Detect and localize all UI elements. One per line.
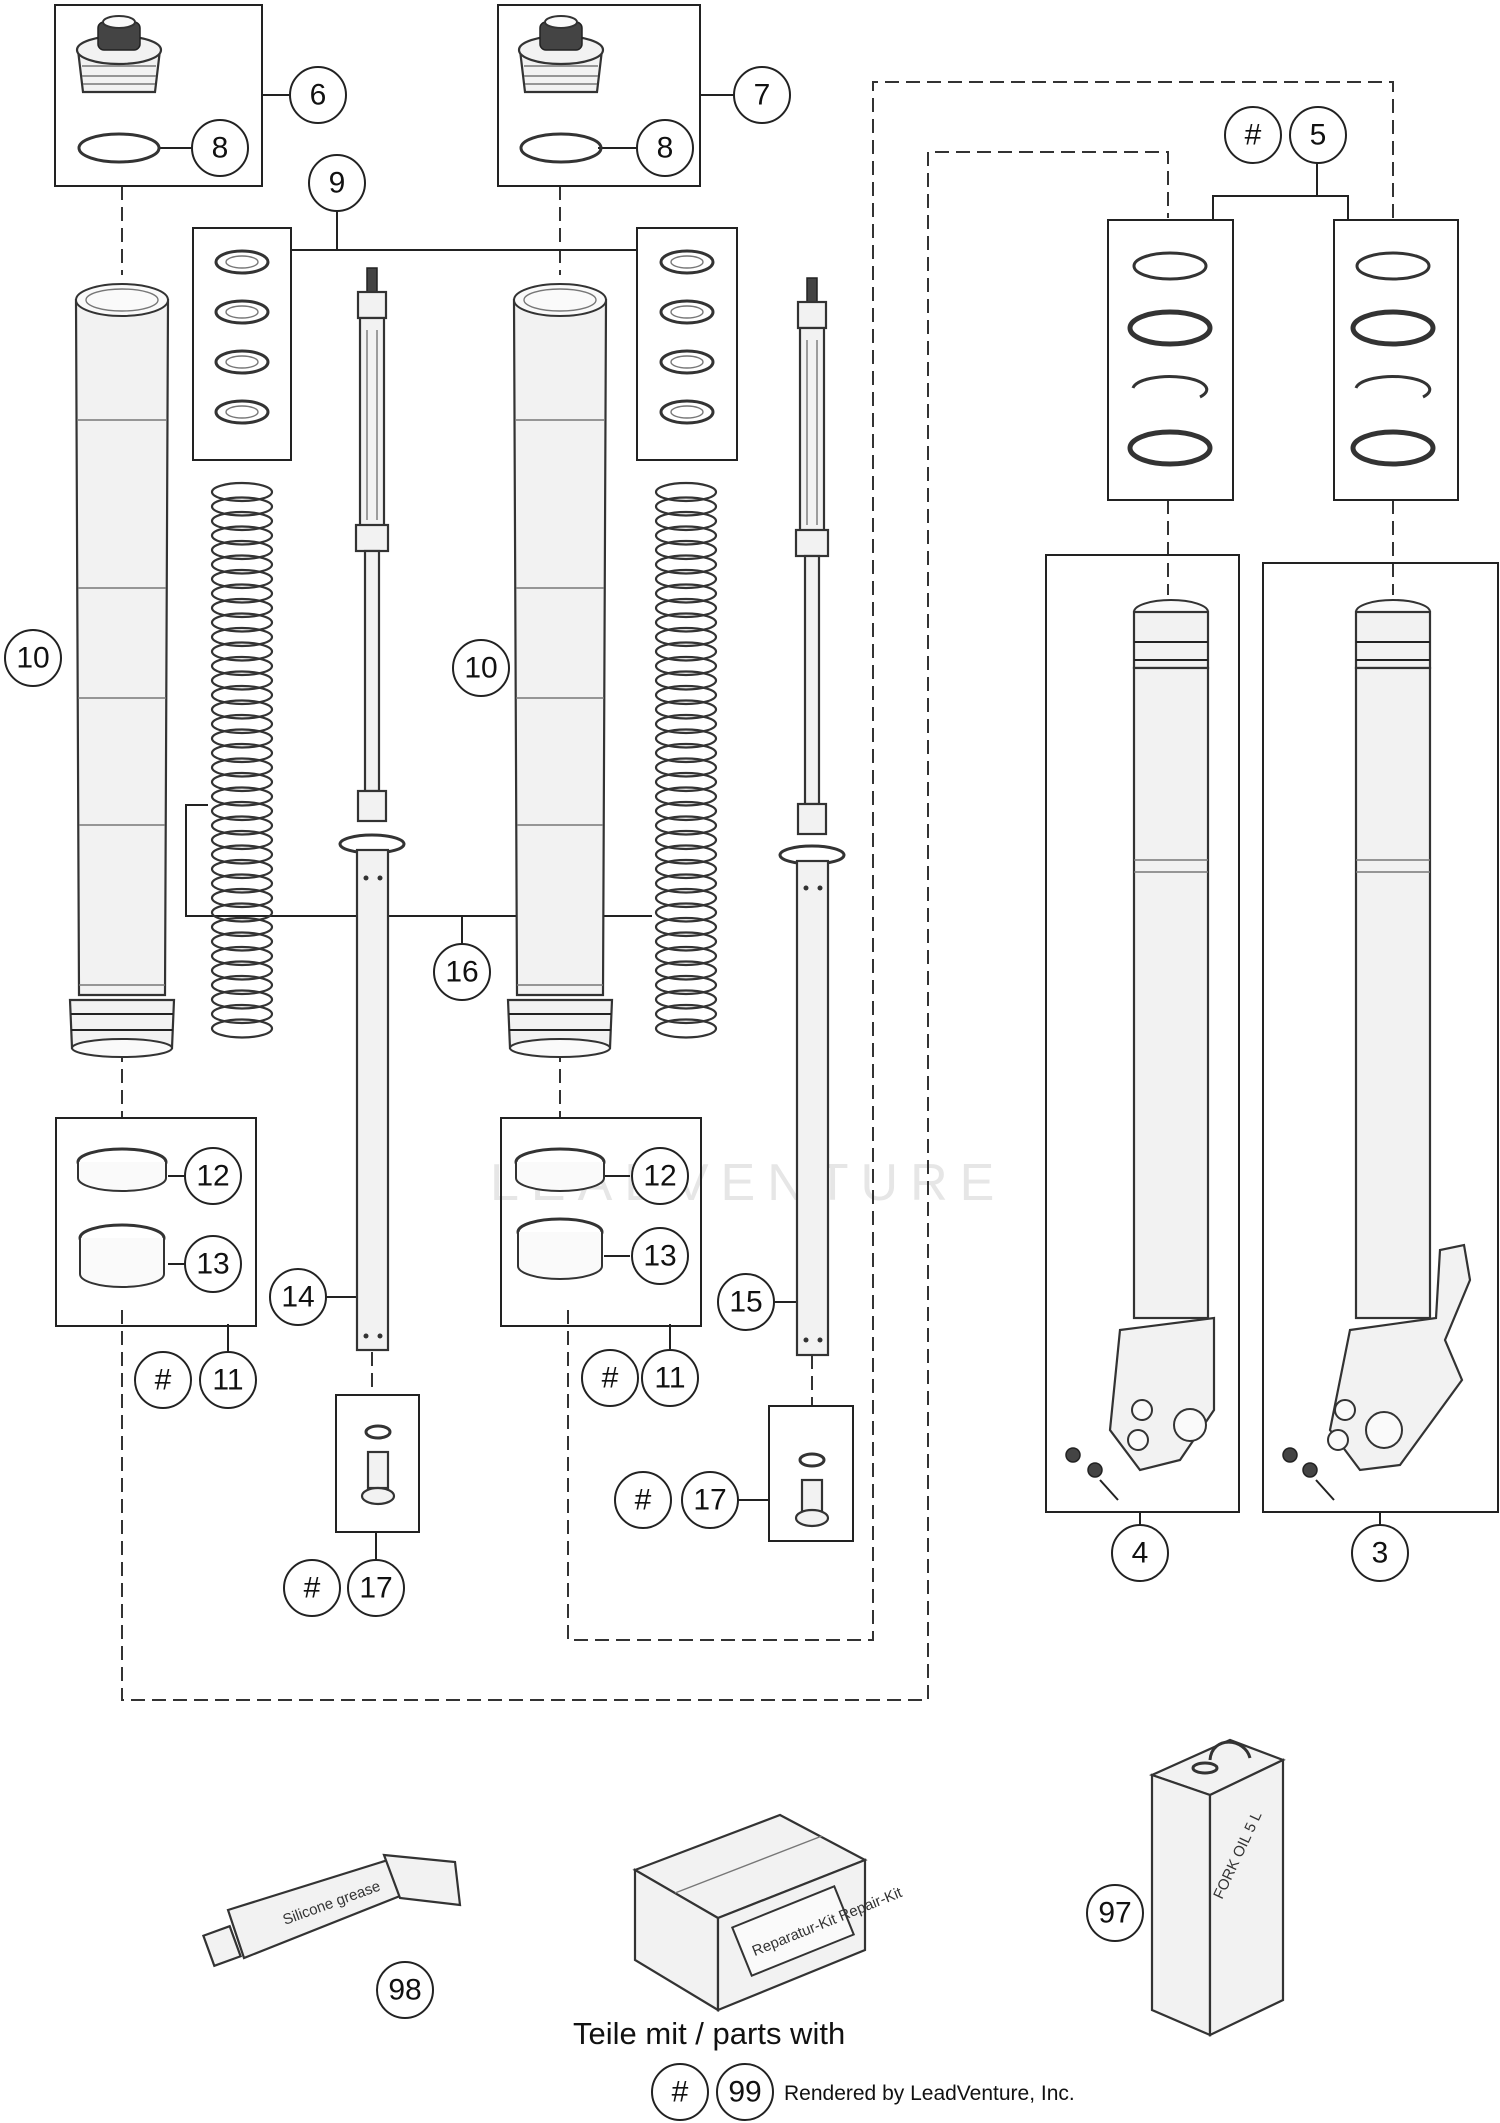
callout-4: 4 [1111, 1524, 1169, 1582]
outer-tube-right [506, 283, 614, 1058]
damper-cartridge-left [338, 267, 406, 1352]
callout-7: 7 [733, 66, 791, 124]
callout-6: 6 [289, 66, 347, 124]
callout-17-right-label: 17 [693, 1484, 726, 1517]
callout-98-label: 98 [388, 1974, 421, 2007]
parts-with-label: Teile mit / parts with [573, 2016, 845, 2051]
fork-cap-right [517, 15, 605, 164]
callout-5-hash-label: # [1245, 119, 1262, 152]
callout-17-hash-left: # [283, 1559, 341, 1617]
callout-3-label: 3 [1372, 1537, 1389, 1570]
callout-3: 3 [1351, 1524, 1409, 1582]
callout-17-left-label: 17 [359, 1572, 392, 1605]
callout-12-left-label: 12 [196, 1160, 229, 1193]
silicone-grease-tube: Silicone grease [201, 1853, 462, 1968]
callout-13-left-label: 13 [196, 1248, 229, 1281]
fork-oil-can: FORK OIL 5 L [1149, 1738, 1286, 2037]
callout-11-hash-left-label: # [155, 1364, 172, 1397]
callout-17-hash-right: # [614, 1471, 672, 1529]
bolt-left [360, 1424, 396, 1506]
callout-17-hash-left-label: # [304, 1572, 321, 1605]
callout-11-right: 11 [641, 1349, 699, 1407]
fork-cap-left [75, 15, 163, 164]
callout-97: 97 [1086, 1884, 1144, 1942]
callout-97-label: 97 [1098, 1897, 1131, 1930]
callout-11-hash-right-label: # [602, 1362, 619, 1395]
callout-5: 5 [1289, 106, 1347, 164]
callout-11-hash-left: # [134, 1351, 192, 1409]
callout-12-right: 12 [631, 1147, 689, 1205]
callout-13-right: 13 [631, 1227, 689, 1285]
callout-10-left: 10 [4, 629, 62, 687]
damper-cartridge-right [778, 277, 846, 1357]
callout-17-hash-right-label: # [635, 1484, 652, 1517]
callout-10-left-label: 10 [16, 642, 49, 675]
callout-99: 99 [716, 2063, 774, 2121]
callout-99-hash-label: # [672, 2076, 689, 2109]
spring-left [210, 481, 274, 1039]
group-boxes [54, 4, 1499, 1542]
callout-14-label: 14 [281, 1281, 314, 1314]
callout-11-right-label: 11 [654, 1362, 685, 1395]
shim-stack-right [659, 249, 715, 425]
callout-98: 98 [376, 1961, 434, 2019]
callout-11-left-label: 11 [212, 1364, 243, 1397]
callout-16-label: 16 [445, 956, 478, 989]
callout-4-label: 4 [1132, 1537, 1149, 1570]
callout-9: 9 [308, 154, 366, 212]
callout-10-right: 10 [452, 639, 510, 697]
axle-leg-3 [1282, 599, 1472, 1501]
callout-14: 14 [269, 1268, 327, 1326]
callout-13-right-label: 13 [643, 1240, 676, 1273]
outer-tube-left [68, 283, 176, 1058]
callout-5-hash: # [1224, 106, 1282, 164]
seal-kit-right [1350, 251, 1436, 467]
rendered-by-credit: Rendered by LeadVenture, Inc. [784, 2082, 1075, 2105]
callout-8-left-label: 8 [212, 132, 229, 165]
callout-6-label: 6 [310, 79, 327, 112]
callout-11-left: 11 [199, 1351, 257, 1409]
callout-99-label: 99 [728, 2076, 761, 2109]
callout-8-right: 8 [636, 119, 694, 177]
shim-stack-left [214, 249, 270, 425]
callout-17-left: 17 [347, 1559, 405, 1617]
seal-kit-left [1127, 251, 1213, 467]
callout-8-left: 8 [191, 119, 249, 177]
callout-7-label: 7 [754, 79, 771, 112]
callout-8-right-label: 8 [657, 132, 674, 165]
axle-leg-4 [1065, 599, 1216, 1501]
callout-12-right-label: 12 [643, 1160, 676, 1193]
callout-9-label: 9 [329, 167, 346, 200]
callout-15-label: 15 [729, 1286, 762, 1319]
callout-12-left: 12 [184, 1147, 242, 1205]
callout-10-right-label: 10 [464, 652, 497, 685]
callout-13-left: 13 [184, 1235, 242, 1293]
callout-16: 16 [433, 943, 491, 1001]
callout-5-label: 5 [1310, 119, 1327, 152]
bushings-right [514, 1147, 606, 1280]
repair-kit-box: Reparatur-Kit Repair-Kit [632, 1813, 905, 2012]
assembly-dashed-lines [121, 81, 1394, 1701]
bushings-left [76, 1147, 168, 1288]
callout-11-hash-right: # [581, 1349, 639, 1407]
spring-right [654, 481, 718, 1039]
bolt-right [794, 1452, 830, 1528]
callout-17-right: 17 [681, 1471, 739, 1529]
callout-15: 15 [717, 1273, 775, 1331]
callout-99-hash: # [651, 2063, 709, 2121]
